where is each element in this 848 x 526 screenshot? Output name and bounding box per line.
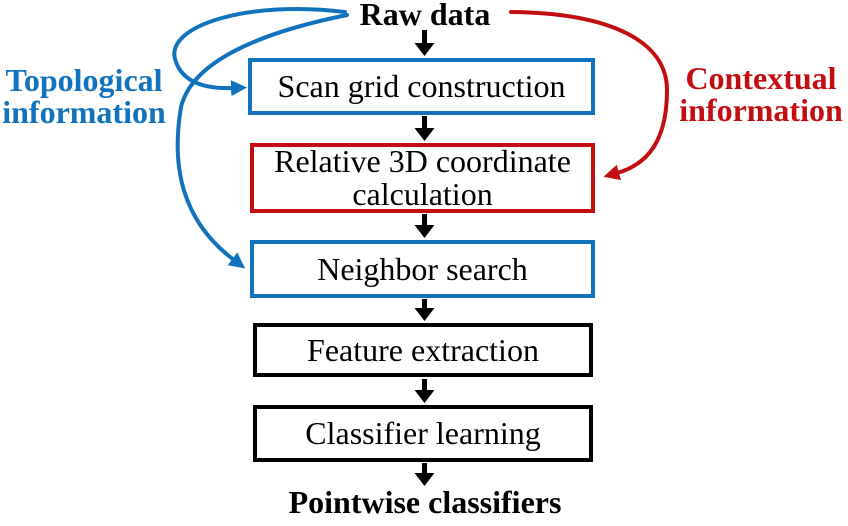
node-feature-extraction: Feature extraction (253, 323, 593, 377)
node-scan-grid-construction: Scan grid construction (248, 58, 595, 115)
node-classifier-learning: Classifier learning (253, 405, 593, 462)
topological-edge-to-neighbor-search (175, 13, 349, 269)
node-neighbor-search: Neighbor search (250, 240, 595, 298)
label-topological-information: Topological information (2, 62, 166, 130)
node-raw-data: Raw data (359, 0, 491, 32)
label-contextual-information: Contextual information (679, 60, 843, 128)
node-pointwise-classifiers: Pointwise classifiers (288, 484, 562, 520)
node-relative-3d-coordinate-calculation: Relative 3D coordinate calculation (250, 143, 595, 213)
